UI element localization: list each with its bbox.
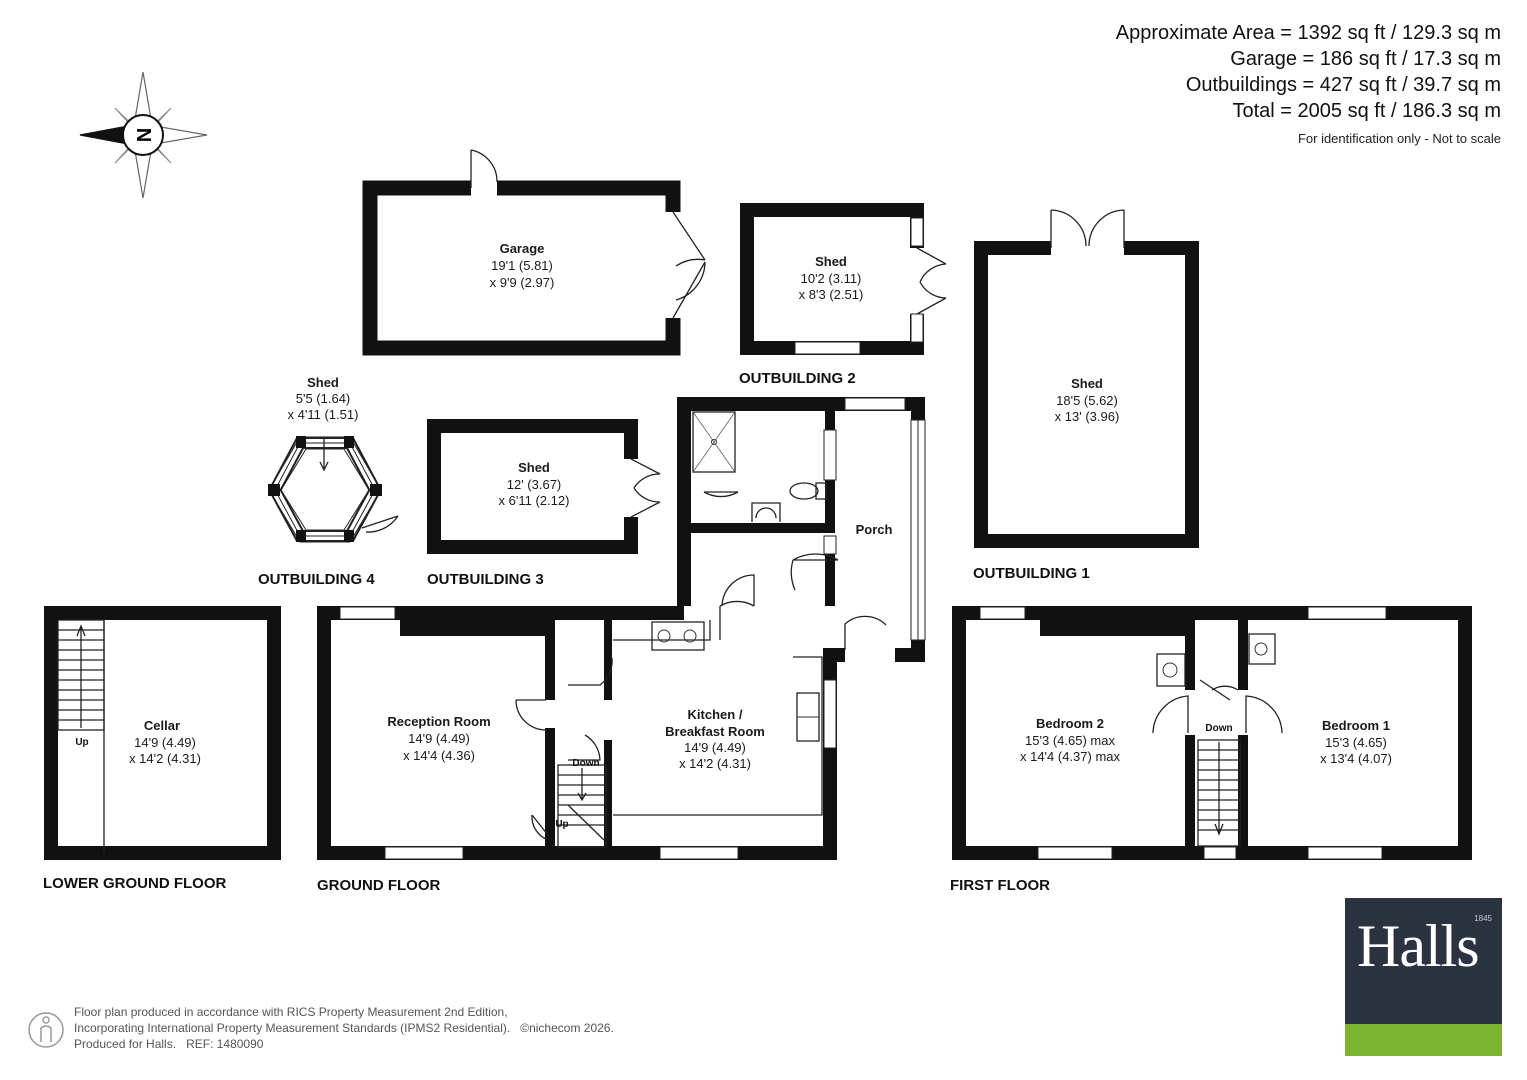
- shed-ob2-name: Shed: [815, 254, 847, 269]
- cellar-dim2: x 14'2 (4.31): [129, 751, 201, 766]
- total-area: Total = 2005 sq ft / 186.3 sq m: [1232, 100, 1502, 122]
- reception-dim1: 14'9 (4.49): [408, 731, 470, 746]
- halls-logo: Halls 1845: [1345, 898, 1502, 1056]
- shed-ob1-dim1: 18'5 (5.62): [1056, 393, 1118, 408]
- kitchen-dim2: x 14'2 (4.31): [679, 756, 751, 771]
- shed-ob3-dim1: 12' (3.67): [507, 477, 562, 492]
- reception-dim2: x 14'4 (4.36): [403, 748, 475, 763]
- outbuilding3-plan: Shed 12' (3.67) x 6'11 (2.12): [427, 419, 661, 554]
- shed-ob1-name: Shed: [1071, 376, 1103, 391]
- label-outbuilding4: OUTBUILDING 4: [258, 571, 375, 588]
- bedroom2-name: Bedroom 2: [1036, 716, 1104, 731]
- ground-stairs-down: Down: [572, 758, 599, 769]
- shed-ob3-dim2: x 6'11 (2.12): [499, 493, 570, 508]
- shed-ob4-dim1: 5'5 (1.64): [296, 391, 351, 406]
- bedroom1-dim1: 15'3 (4.65): [1325, 735, 1387, 750]
- kitchen-dim1: 14'9 (4.49): [684, 740, 746, 755]
- bedroom1-name: Bedroom 1: [1322, 718, 1390, 733]
- cellar-dim1: 14'9 (4.49): [134, 735, 196, 750]
- cellar-name: Cellar: [144, 718, 180, 733]
- shed-ob3-name: Shed: [518, 460, 550, 475]
- garage-dim1: 19'1 (5.81): [491, 258, 553, 273]
- shed-ob4-dim2: x 4'11 (1.51): [288, 407, 359, 422]
- compass-icon: N: [79, 71, 208, 199]
- bedroom1-dim2: x 13'4 (4.07): [1320, 751, 1392, 766]
- kitchen-name1: Kitchen /: [688, 707, 743, 722]
- first-floor-plan: Down Bedroom 2 15'3 (4.65) max x 14'4 (4…: [952, 606, 1472, 860]
- garage-dim2: x 9'9 (2.97): [490, 275, 555, 290]
- scale-note: For identification only - Not to scale: [1297, 131, 1501, 146]
- label-outbuilding1: OUTBUILDING 1: [973, 565, 1090, 582]
- outbuilding4-plan: Shed 5'5 (1.64) x 4'11 (1.51): [268, 375, 399, 543]
- garage-plan: Garage 19'1 (5.81) x 9'9 (2.97): [362, 149, 706, 356]
- shed-ob1-dim2: x 13' (3.96): [1055, 409, 1120, 424]
- label-lower-ground-floor: LOWER GROUND FLOOR: [43, 875, 226, 892]
- footer-ref: REF: 1480090: [186, 1037, 264, 1051]
- porch-name: Porch: [856, 522, 893, 537]
- compass-letter: N: [134, 128, 156, 142]
- bedroom2-dim2: x 14'4 (4.37) max: [1020, 749, 1121, 764]
- logo-name: Halls: [1357, 913, 1480, 979]
- outbuildings-area: Outbuildings = 427 sq ft / 39.7 sq m: [1185, 74, 1501, 96]
- footer-line2: Incorporating International Property Mea…: [74, 1021, 511, 1035]
- label-outbuilding3: OUTBUILDING 3: [427, 571, 544, 588]
- logo-year: 1845: [1474, 914, 1492, 923]
- outbuilding2-plan: Shed 10'2 (3.11) x 8'3 (2.51): [740, 203, 947, 355]
- logo-bar: [1345, 1024, 1502, 1056]
- outbuilding1-plan: Shed 18'5 (5.62) x 13' (3.96): [974, 209, 1199, 548]
- footer-line3: Produced for Halls.: [74, 1037, 177, 1051]
- reception-name: Reception Room: [387, 714, 490, 729]
- label-outbuilding2: OUTBUILDING 2: [739, 370, 856, 387]
- shed-ob2-dim1: 10'2 (3.11): [801, 271, 862, 286]
- ground-stairs-up: Up: [555, 819, 568, 830]
- approximate-area: Approximate Area = 1392 sq ft / 129.3 sq…: [1115, 22, 1501, 44]
- label-first-floor: FIRST FLOOR: [950, 877, 1050, 894]
- cellar-plan: Up Cellar 14'9 (4.49) x 14'2 (4.31): [44, 606, 281, 860]
- garage-name: Garage: [500, 241, 545, 256]
- ipms-person-icon: [28, 1012, 64, 1048]
- ground-floor-plan: Down Up Porch Reception Room 14'9 (4.49)…: [317, 397, 926, 860]
- first-stairs-down: Down: [1205, 723, 1232, 734]
- kitchen-name2: Breakfast Room: [665, 724, 765, 739]
- footer-copyright: ©nichecom 2026.: [520, 1021, 614, 1035]
- bedroom2-dim1: 15'3 (4.65) max: [1025, 733, 1115, 748]
- garage-area: Garage = 186 sq ft / 17.3 sq m: [1230, 48, 1501, 70]
- footer-text: Floor plan produced in accordance with R…: [74, 1004, 614, 1052]
- shed-ob2-dim2: x 8'3 (2.51): [799, 287, 864, 302]
- area-summary: Approximate Area = 1392 sq ft / 129.3 sq…: [1116, 20, 1501, 148]
- shed-ob4-name: Shed: [307, 375, 339, 390]
- footer-line1: Floor plan produced in accordance with R…: [74, 1005, 508, 1019]
- label-ground-floor: GROUND FLOOR: [317, 877, 440, 894]
- cellar-stairs-up: Up: [75, 737, 88, 748]
